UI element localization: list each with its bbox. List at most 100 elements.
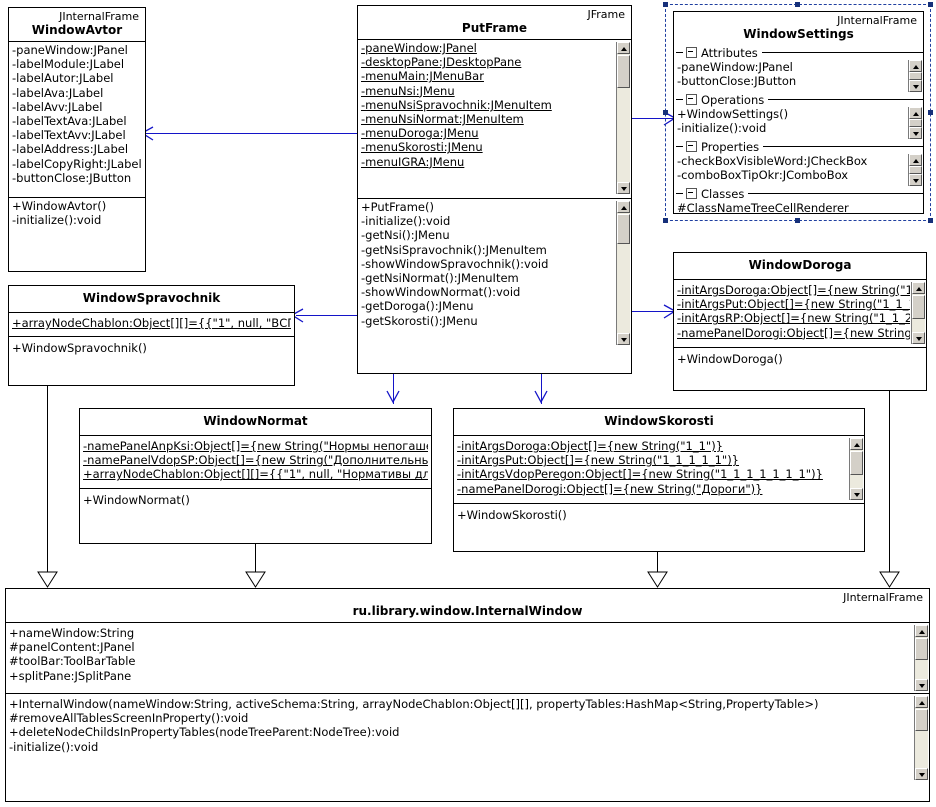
tree-stem — [676, 146, 683, 147]
window-settings-classes[interactable]: #ClassNameTreeCellRenderer — [674, 201, 923, 217]
class-box-window-skorosti[interactable]: WindowSkorosti -initArgsDoroga:Object[]=… — [453, 408, 865, 552]
assoc-putframe-windowskorosti — [541, 374, 542, 404]
scroll-down-icon[interactable] — [915, 768, 928, 780]
attribute-row: -menuIGRA:JMenu — [361, 154, 465, 169]
operation-row: -getSkorosti():JMenu — [361, 313, 478, 328]
scroll-up-icon[interactable] — [850, 438, 863, 450]
class-row: #ClassNameTreeCellRenderer — [677, 201, 849, 215]
put-frame-attributes-scrollbar[interactable] — [616, 42, 630, 194]
scroll-up-icon[interactable] — [915, 696, 928, 708]
window-spravochnik-operations[interactable]: +WindowSpravochnik() — [9, 336, 294, 389]
scroll-down-icon[interactable] — [912, 332, 925, 344]
window-normat-operations[interactable]: +WindowNormat() — [80, 488, 431, 536]
window-doroga-scrollbar[interactable] — [911, 282, 925, 344]
scroll-up-icon[interactable] — [617, 201, 630, 213]
resize-handle-s[interactable] — [795, 218, 800, 223]
collapse-toggle-icon[interactable] — [686, 47, 697, 58]
collapse-toggle-icon[interactable] — [686, 141, 697, 152]
scrollbar-thumb[interactable] — [617, 214, 630, 244]
window-normat-title: WindowNormat — [203, 414, 308, 428]
scrollbar-thumb[interactable] — [915, 709, 928, 731]
resize-handle-e[interactable] — [928, 110, 933, 115]
collapse-toggle-icon[interactable] — [686, 94, 697, 105]
resize-handle-ne[interactable] — [928, 2, 933, 7]
gen-triangle-doroga — [879, 571, 900, 588]
scrollbar-thumb[interactable] — [617, 55, 630, 88]
window-settings-properties[interactable]: -checkBoxVisibleWord:JCheckBox -comboBox… — [674, 154, 923, 186]
tree-stem — [676, 99, 683, 100]
class-box-window-settings[interactable]: JInternalFrame WindowSettings Attributes… — [673, 11, 924, 217]
scroll-down-icon[interactable] — [617, 333, 630, 345]
attribute-row: -desktopPane:JDesktopPane — [361, 55, 522, 70]
window-normat-attributes[interactable]: -namePanelAnpKsi:Object[]={new String("Н… — [80, 435, 431, 488]
scroll-down-icon[interactable] — [850, 488, 863, 500]
class-box-internal-window[interactable]: JInternalFrame ru.library.window.Interna… — [5, 588, 930, 802]
scroll-up-icon[interactable] — [915, 625, 928, 637]
internal-window-operations-scrollbar[interactable] — [914, 696, 928, 780]
attribute-row: -menuNsiNormat:JMenuItem — [361, 112, 524, 127]
window-normat-header: WindowNormat — [80, 409, 431, 435]
window-avtor-attributes[interactable]: -paneWindow:JPanel -labelModule:JLabel -… — [9, 41, 145, 197]
put-frame-attributes[interactable]: -paneWindow:JPanel -desktopPane:JDesktop… — [358, 39, 631, 198]
scroll-up-icon[interactable] — [912, 282, 925, 294]
group-label: Classes — [701, 186, 745, 201]
arrowhead-windownormat — [386, 390, 400, 404]
class-box-put-frame[interactable]: JFrame PutFrame -paneWindow:JPanel -desk… — [357, 5, 632, 374]
resize-handle-se[interactable] — [928, 218, 933, 223]
group-header-operations[interactable]: Operations — [674, 92, 923, 107]
window-avtor-operations[interactable]: +WindowAvtor() -initialize():void — [9, 197, 145, 234]
window-doroga-attributes[interactable]: -initArgsDoroga:Object[]={new String("1_… — [674, 279, 926, 347]
scroll-down-icon[interactable] — [909, 80, 922, 92]
window-skorosti-operations[interactable]: +WindowSkorosti() — [454, 503, 864, 543]
operations-scrollbar[interactable] — [908, 107, 922, 139]
put-frame-stereotype: JFrame — [587, 8, 625, 21]
resize-handle-w[interactable] — [663, 110, 668, 115]
window-doroga-operations[interactable]: +WindowDoroga() — [674, 347, 926, 383]
scroll-down-icon[interactable] — [915, 679, 928, 691]
properties-scrollbar[interactable] — [908, 154, 922, 186]
gen-line-doroga — [889, 391, 890, 573]
window-skorosti-scrollbar[interactable] — [849, 438, 863, 500]
collapse-toggle-icon[interactable] — [686, 188, 697, 199]
scrollbar-thumb[interactable] — [909, 119, 922, 127]
put-frame-operations[interactable]: +PutFrame() -initialize():void -getNsi()… — [358, 198, 631, 349]
scroll-up-icon[interactable] — [617, 42, 630, 54]
group-header-classes[interactable]: Classes — [674, 186, 923, 201]
scroll-up-icon[interactable] — [909, 154, 922, 166]
scroll-up-icon[interactable] — [909, 60, 922, 72]
internal-window-attributes-scrollbar[interactable] — [914, 625, 928, 691]
scrollbar-thumb[interactable] — [909, 72, 922, 80]
operation-row: +WindowAvtor() — [12, 199, 107, 213]
window-settings-operations[interactable]: +WindowSettings() -initialize():void — [674, 107, 923, 139]
group-header-properties[interactable]: Properties — [674, 139, 923, 154]
internal-window-header: JInternalFrame ru.library.window.Interna… — [6, 589, 929, 622]
group-rule — [763, 146, 923, 147]
scrollbar-thumb[interactable] — [915, 638, 928, 660]
resize-handle-sw[interactable] — [663, 218, 668, 223]
scrollbar-thumb[interactable] — [912, 295, 925, 319]
attribute-row: -menuNsiSpravochnik:JMenuItem — [361, 97, 552, 112]
class-box-window-avtor[interactable]: JInternalFrame WindowAvtor -paneWindow:J… — [8, 7, 146, 272]
internal-window-operations[interactable]: +InternalWindow(nameWindow:String, activ… — [6, 693, 929, 782]
window-spravochnik-attributes[interactable]: +arrayNodeChablon:Object[][]={{"1", null… — [9, 312, 294, 336]
put-frame-operations-scrollbar[interactable] — [616, 201, 630, 345]
attribute-row: -buttonClose:JButton — [12, 170, 132, 185]
window-settings-attributes[interactable]: -paneWindow:JPanel -buttonClose:JButton — [674, 60, 923, 92]
class-box-window-normat[interactable]: WindowNormat -namePanelAnpKsi:Object[]={… — [79, 408, 432, 544]
window-skorosti-attributes[interactable]: -initArgsDoroga:Object[]={new String("1_… — [454, 435, 864, 503]
scroll-down-icon[interactable] — [909, 174, 922, 186]
class-box-window-doroga[interactable]: WindowDoroga -initArgsDoroga:Object[]={n… — [673, 252, 927, 391]
attributes-scrollbar[interactable] — [908, 60, 922, 92]
scrollbar-thumb[interactable] — [850, 451, 863, 475]
resize-handle-n[interactable] — [795, 2, 800, 7]
internal-window-attributes[interactable]: +nameWindow:String #panelContent:JPanel … — [6, 622, 929, 693]
attribute-row: #panelContent:JPanel — [9, 640, 135, 655]
scroll-down-icon[interactable] — [909, 127, 922, 139]
resize-handle-nw[interactable] — [663, 2, 668, 7]
group-header-attributes[interactable]: Attributes — [674, 45, 923, 60]
scrollbar-thumb[interactable] — [909, 166, 922, 174]
scroll-up-icon[interactable] — [909, 107, 922, 119]
scroll-down-icon[interactable] — [617, 182, 630, 194]
attribute-row: -labelAva:JLabel — [12, 85, 104, 100]
class-box-window-spravochnik[interactable]: WindowSpravochnik +arrayNodeChablon:Obje… — [8, 285, 295, 386]
